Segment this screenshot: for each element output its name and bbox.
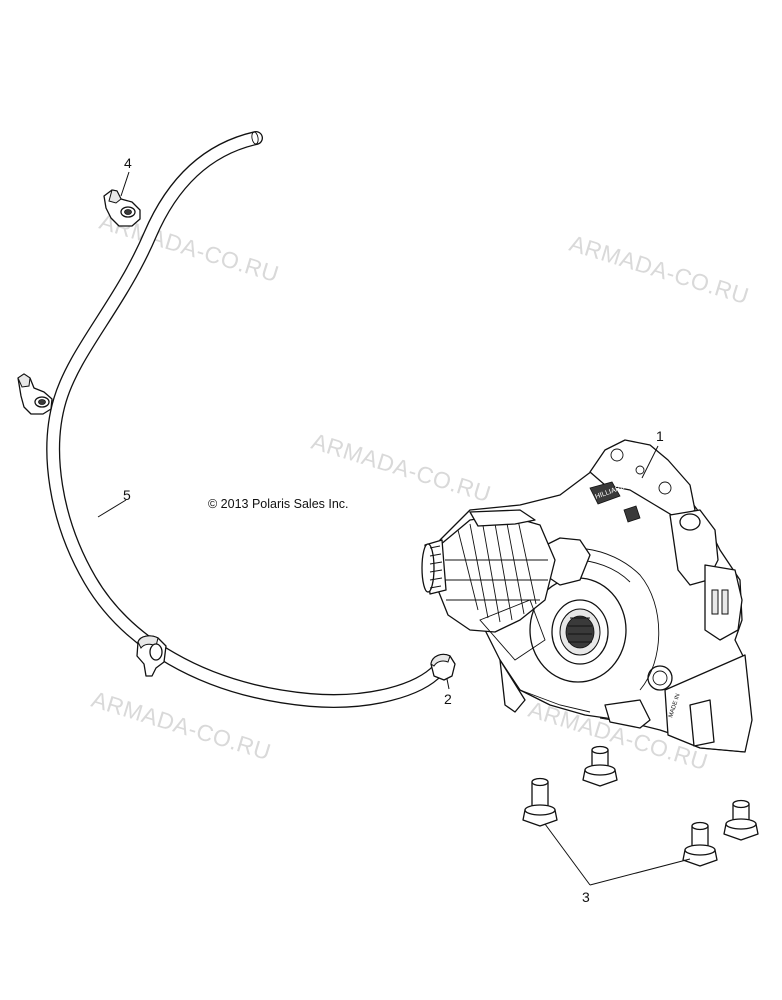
watermark-3: ARMADA-CO.RU [309,428,495,507]
vent-hose [46,131,445,708]
bolt-2 [522,777,558,827]
gearcase: HILLIARD MADE IN [421,439,753,753]
bolt-3 [723,799,759,841]
clamp-2 [430,653,456,681]
fitting-left [17,373,53,415]
callout-2: 2 [444,691,452,707]
callout-3: 3 [582,889,590,905]
fitting-4 [103,189,141,227]
bolt-1 [582,745,618,787]
clamp-left [136,635,167,677]
watermark-4: ARMADA-CO.RU [89,686,275,765]
bolt-4 [682,821,718,867]
leader-lines [97,171,691,886]
copyright-text: © 2013 Polaris Sales Inc. [208,497,349,511]
callout-4: 4 [124,155,132,171]
callout-1: 1 [656,428,664,444]
callout-5: 5 [123,487,131,503]
watermark-2: ARMADA-CO.RU [567,230,753,309]
